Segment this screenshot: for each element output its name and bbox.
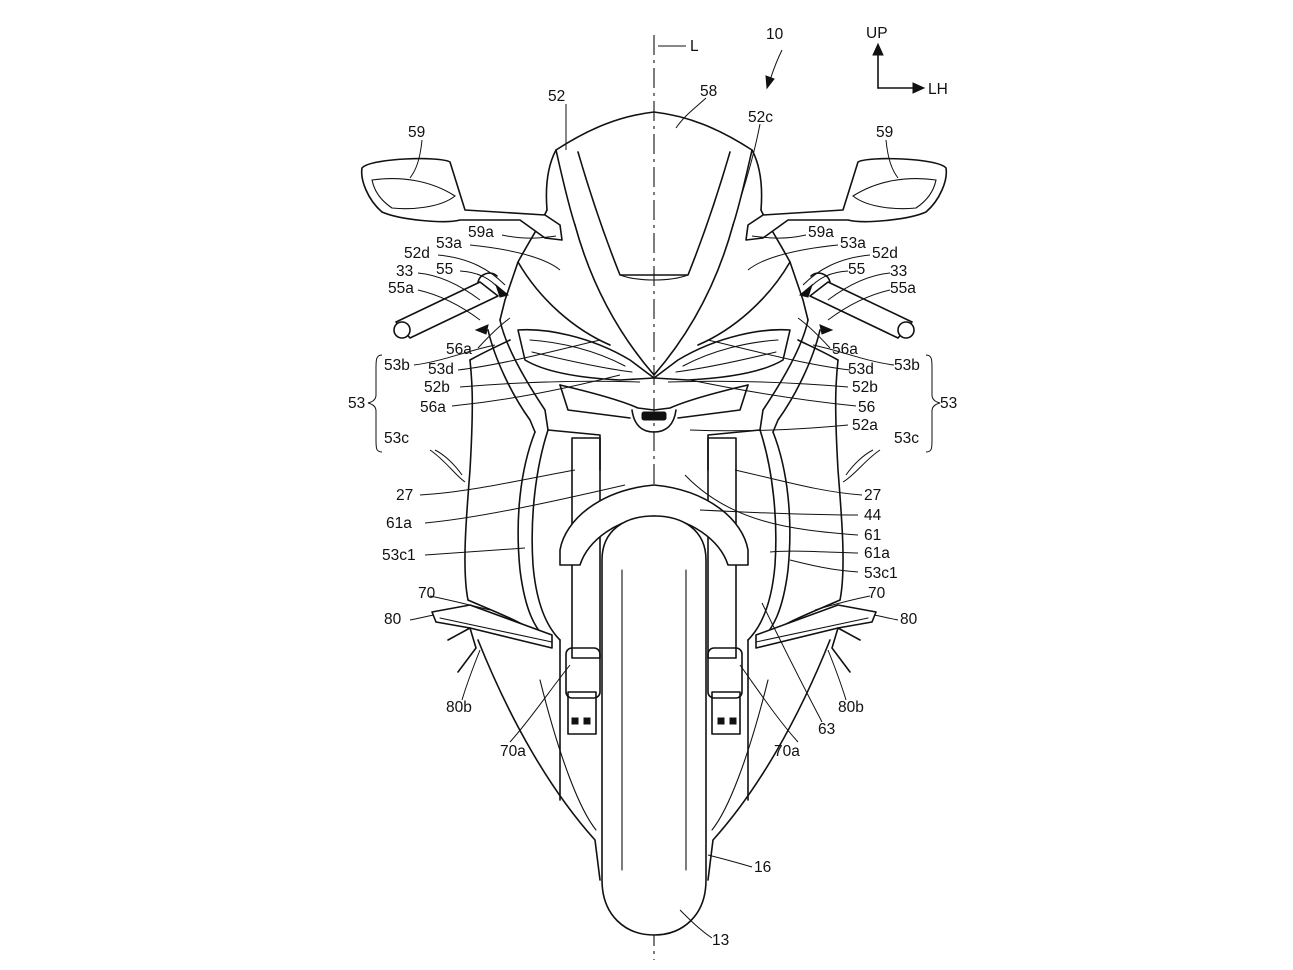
label-52c: 52c xyxy=(748,109,773,126)
label-53a-left: 53a xyxy=(436,235,462,252)
label-59a-right: 59a xyxy=(808,224,834,241)
label-53a-right: 53a xyxy=(840,235,866,252)
lever-left xyxy=(393,272,499,339)
label-53c1-left: 53c1 xyxy=(382,547,416,564)
label-56a-left-2: 56a xyxy=(420,399,446,416)
label-13: 13 xyxy=(712,932,729,949)
label-70a-right: 70a xyxy=(774,743,800,760)
label-80-left: 80 xyxy=(384,611,402,628)
label-52b-right: 52b xyxy=(852,379,878,396)
label-53d-left: 53d xyxy=(428,361,454,378)
leader-lines xyxy=(409,97,899,939)
label-52a: 52a xyxy=(852,417,878,434)
label-70a-left: 70a xyxy=(500,743,526,760)
axis-l-label: L xyxy=(690,38,699,55)
label-27-left: 27 xyxy=(396,487,413,504)
front-wheel xyxy=(601,515,707,936)
direction-up-label: UP xyxy=(866,25,888,42)
ram-air-intake xyxy=(559,384,749,433)
label-33-right: 33 xyxy=(890,263,907,280)
label-53b-right: 53b xyxy=(894,357,920,374)
ref-10-label: 10 xyxy=(766,26,784,43)
brace-left xyxy=(367,354,383,453)
winglet-right xyxy=(755,604,877,673)
label-55a-left: 55a xyxy=(388,280,414,297)
label-55-right: 55 xyxy=(848,261,865,278)
label-52: 52 xyxy=(548,88,565,105)
label-55-left: 55 xyxy=(436,261,453,278)
label-80b-right: 80b xyxy=(838,699,864,716)
reference-labels: 52 58 52c 59 59 59a 59a 53a 53a 52d 52d … xyxy=(348,83,957,949)
label-44: 44 xyxy=(864,507,882,524)
label-53c1-right: 53c1 xyxy=(864,565,898,582)
label-80b-left: 80b xyxy=(446,699,472,716)
label-33-left: 33 xyxy=(396,263,413,280)
ref-10-arrow xyxy=(769,49,783,81)
direction-lh-label: LH xyxy=(928,81,948,98)
label-53b-left: 53b xyxy=(384,357,410,374)
label-59-right: 59 xyxy=(876,124,893,141)
label-53d-right: 53d xyxy=(848,361,874,378)
label-70-right: 70 xyxy=(868,585,886,602)
label-53-left: 53 xyxy=(348,395,365,412)
label-59-left: 59 xyxy=(408,124,425,141)
label-58: 58 xyxy=(700,83,717,100)
label-56a-right-1: 56a xyxy=(832,341,858,358)
headlight-right xyxy=(653,328,791,381)
label-53-right: 53 xyxy=(940,395,957,412)
label-55a-right: 55a xyxy=(890,280,916,297)
label-52b-left: 52b xyxy=(424,379,450,396)
label-63: 63 xyxy=(818,721,835,738)
label-53c-left: 53c xyxy=(384,430,409,447)
label-80-right: 80 xyxy=(900,611,918,628)
label-52d-left: 52d xyxy=(404,245,430,262)
label-27-right: 27 xyxy=(864,487,881,504)
direction-arrows xyxy=(872,42,926,94)
winglet-left xyxy=(431,604,553,673)
mirror-right xyxy=(745,157,948,241)
front-fork-left xyxy=(565,437,601,735)
lever-right xyxy=(809,272,915,339)
label-56: 56 xyxy=(858,399,875,416)
label-52d-right: 52d xyxy=(872,245,898,262)
lower-cowl xyxy=(477,639,831,881)
brace-right xyxy=(925,354,941,453)
label-59a-left: 59a xyxy=(468,224,494,241)
label-61a-right: 61a xyxy=(864,545,890,562)
label-16: 16 xyxy=(754,859,771,876)
label-53c-right: 53c xyxy=(894,430,919,447)
label-61: 61 xyxy=(864,527,881,544)
label-70-left: 70 xyxy=(418,585,436,602)
side-fairing-left xyxy=(464,319,601,641)
mirror-left xyxy=(360,157,563,241)
label-61a-left: 61a xyxy=(386,515,412,532)
label-56a-left-1: 56a xyxy=(446,341,472,358)
front-fork-right xyxy=(707,437,743,735)
